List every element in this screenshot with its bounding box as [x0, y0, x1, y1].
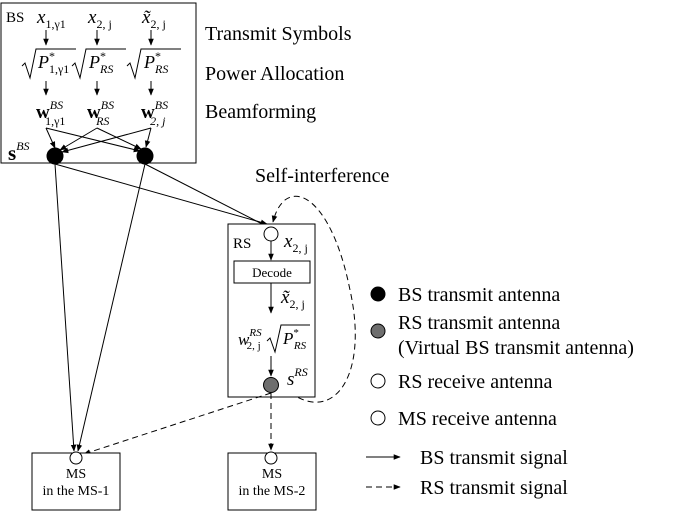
rs-transmit-signals — [83, 392, 274, 455]
ms-box-2: MS in the MS-2 — [227, 451, 317, 511]
legend-item-rs-tx: RS transmit antenna (Virtual BS transmit… — [370, 312, 634, 359]
symbol-x1: x1,γ1 — [36, 7, 66, 31]
symbol-x-tilde: x̃2, j — [141, 7, 166, 31]
decode-block — [233, 260, 311, 284]
svg-text:P*RS: P*RS — [282, 327, 307, 352]
sqrt-sign-3 — [126, 48, 181, 80]
sqrt-sign-2 — [71, 48, 126, 80]
svg-text:(Virtual BS transmit antenna): (Virtual BS transmit antenna) — [398, 337, 634, 359]
bs-antenna-1 — [46, 147, 64, 165]
svg-text:BS transmit signal: BS transmit signal — [420, 447, 568, 469]
legend-item-ms-rx: MS receive antenna — [370, 408, 557, 430]
bs-signal-to-rs-1 — [54, 163, 268, 225]
label-transmit-symbols: Transmit Symbols — [205, 23, 352, 45]
rs-label: RS — [233, 236, 251, 252]
beamforming-lines — [45, 127, 152, 154]
ms-box-2-subtitle: in the MS-2 — [239, 484, 306, 499]
svg-text:RS receive antenna: RS receive antenna — [398, 371, 552, 393]
self-interference-label: Self-interference — [255, 165, 389, 187]
power-sqrt-3: P*RS — [126, 48, 181, 80]
svg-text:P*RS: P*RS — [88, 49, 113, 76]
bs-label: BS — [6, 10, 24, 26]
label-power-allocation: Power Allocation — [205, 63, 344, 85]
legend-item-bs-signal: BS transmit signal — [366, 447, 568, 469]
symbol-x2: x2, j — [87, 7, 112, 31]
bs-signal-label: sBS — [8, 139, 30, 165]
ms-box-1-title: MS — [66, 467, 86, 482]
self-interference-loop — [271, 195, 356, 403]
bs-signal-to-ms1-1 — [54, 163, 77, 452]
legend-item-bs-tx: BS transmit antenna — [370, 284, 560, 306]
legend-bs-tx-marker — [370, 286, 386, 302]
rs-sqrt-sign — [266, 324, 310, 354]
rs-input-symbol: x2, j — [283, 231, 308, 255]
svg-text:P*1,γ1: P*1,γ1 — [37, 49, 69, 76]
legend-ms-rx-marker — [370, 410, 386, 426]
power-sqrt-2: P*RS — [71, 48, 126, 80]
svg-text:BS transmit antenna: BS transmit antenna — [398, 284, 560, 306]
label-beamforming: Beamforming — [205, 101, 316, 123]
svg-text:RS transmit signal: RS transmit signal — [420, 477, 568, 499]
ms-receive-antenna-1 — [69, 451, 83, 465]
bs-transmit-signals — [54, 163, 268, 452]
svg-text:MS receive antenna: MS receive antenna — [398, 408, 557, 430]
rs-transmit-antenna — [263, 377, 279, 393]
legend-item-rs-rx: RS receive antenna — [370, 371, 552, 393]
legend-rs-tx-marker — [370, 323, 386, 339]
bs-box-frame — [0, 2, 197, 164]
decode-label: Decode — [252, 265, 292, 280]
bs-antenna-2 — [136, 147, 154, 165]
power-sqrt-1: P*1,γ1 — [21, 48, 76, 80]
legend-rs-rx-marker — [370, 373, 386, 389]
svg-text:RS transmit antenna: RS transmit antenna — [398, 312, 560, 334]
rs-decoded-symbol: x̃2, j — [280, 287, 305, 311]
bs-signal-to-rs-2 — [144, 163, 267, 227]
bs-signal-to-ms1-2 — [76, 163, 146, 452]
svg-text:P*RS: P*RS — [143, 49, 168, 76]
rs-signal-label: sRS — [287, 365, 308, 390]
ms-box-1: MS in the MS-1 — [31, 451, 121, 511]
ms-box-2-title: MS — [262, 467, 282, 482]
legend: BS transmit antenna RS transmit antenna … — [366, 284, 634, 499]
sqrt-sign-1 — [21, 48, 76, 80]
legend-item-rs-signal: RS transmit signal — [366, 477, 568, 499]
rs-receive-antenna — [263, 226, 279, 242]
ms-box-1-subtitle: in the MS-1 — [43, 484, 110, 499]
rs-signal-to-ms1 — [83, 392, 272, 455]
ms-receive-antenna-2 — [264, 451, 278, 465]
